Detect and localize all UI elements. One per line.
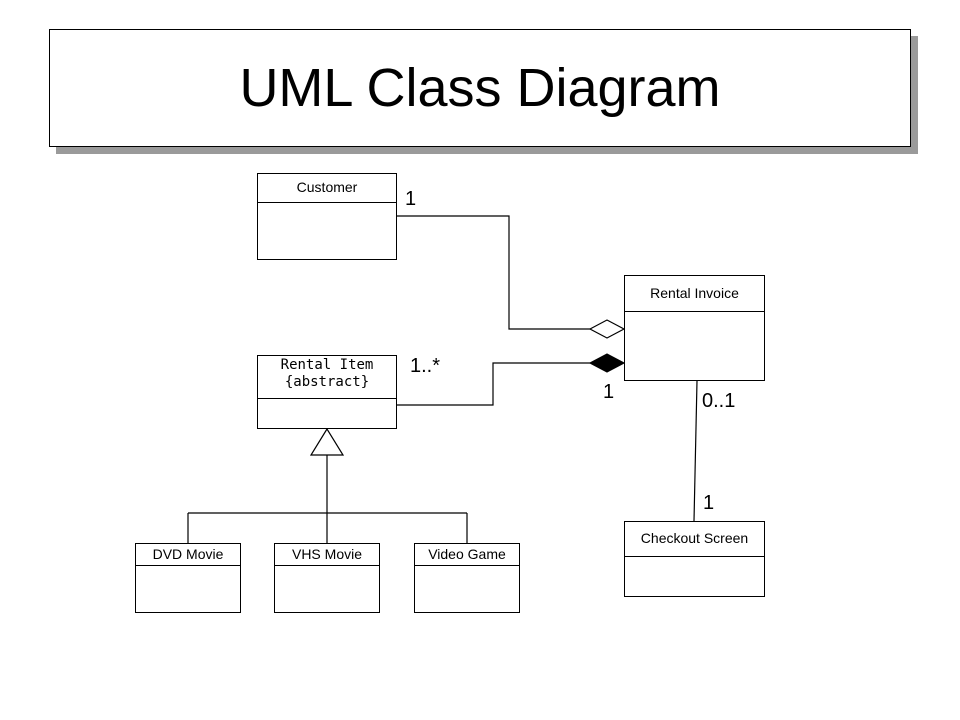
composition-line (397, 362, 590, 406)
class-dvd-movie-name: DVD Movie (136, 544, 240, 566)
association-line (693, 380, 698, 522)
class-rental-item[interactable]: Rental Item {abstract} (257, 355, 397, 429)
class-checkout-screen[interactable]: Checkout Screen (624, 521, 765, 597)
page-title: UML Class Diagram (239, 58, 721, 118)
class-video-game[interactable]: Video Game (414, 543, 520, 613)
class-vhs-movie[interactable]: VHS Movie (274, 543, 380, 613)
class-dvd-movie[interactable]: DVD Movie (135, 543, 241, 613)
class-rental-item-header: Rental Item {abstract} (258, 356, 396, 399)
class-customer[interactable]: Customer (257, 173, 397, 260)
class-customer-name: Customer (258, 174, 396, 203)
aggregation-diamond (588, 319, 626, 339)
multiplicity-checkout: 1 (703, 492, 715, 514)
aggregation-line (397, 215, 590, 330)
class-checkout-screen-name: Checkout Screen (625, 522, 764, 557)
composition-diamond (588, 353, 626, 373)
multiplicity-invoice-checkout: 0..1 (702, 390, 736, 412)
inheritance-triangle (309, 427, 345, 456)
class-vhs-movie-name: VHS Movie (275, 544, 379, 566)
multiplicity-invoice-composition: 1 (603, 381, 615, 403)
class-rental-item-stereotype: {abstract} (284, 373, 370, 390)
class-rental-invoice[interactable]: Rental Invoice (624, 275, 765, 381)
title-box: UML Class Diagram (49, 29, 911, 147)
class-video-game-name: Video Game (415, 544, 519, 566)
class-rental-invoice-name: Rental Invoice (625, 276, 764, 312)
class-rental-item-name: Rental Item (280, 357, 374, 373)
multiplicity-customer: 1 (405, 188, 417, 210)
multiplicity-rental-item: 1..* (410, 355, 441, 377)
